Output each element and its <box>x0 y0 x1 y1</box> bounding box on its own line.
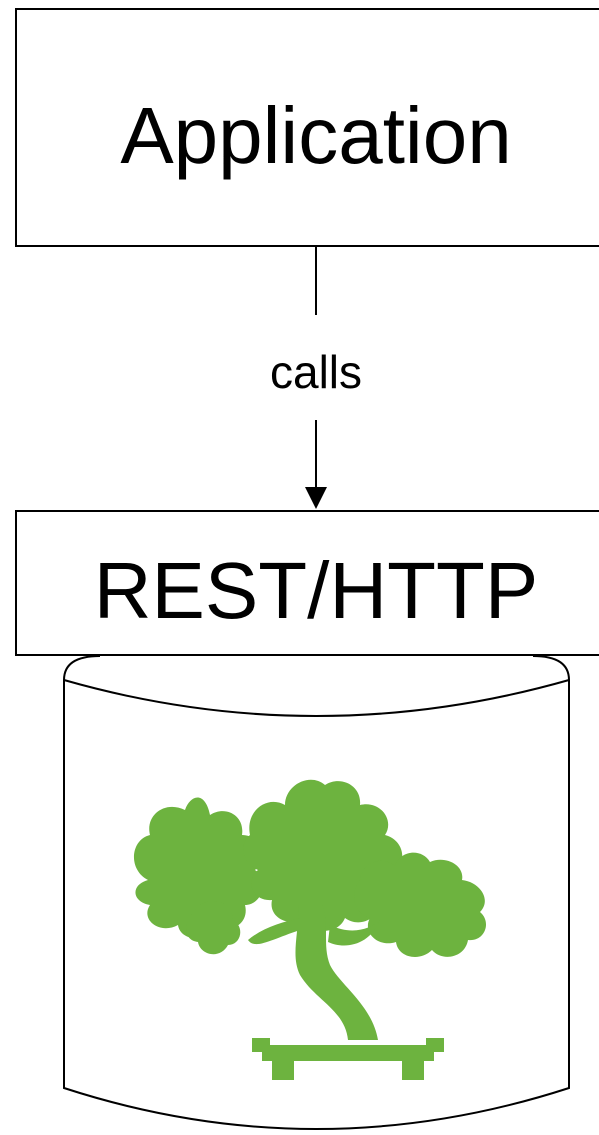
rest-http-label: REST/HTTP <box>94 546 538 635</box>
cylinder-top-ellipse <box>63 655 570 717</box>
application-node[interactable]: Application <box>15 8 599 247</box>
arrowhead-icon <box>305 487 327 509</box>
calls-edge: calls <box>270 247 362 509</box>
rest-http-box <box>15 510 599 656</box>
application-label: Application <box>120 91 511 180</box>
rest-http-node[interactable]: REST/HTTP <box>15 510 599 656</box>
application-box <box>15 8 599 247</box>
database-cylinder[interactable] <box>63 655 570 1130</box>
bonsai-tree-icon <box>133 779 487 1080</box>
edge-label: calls <box>270 346 362 398</box>
